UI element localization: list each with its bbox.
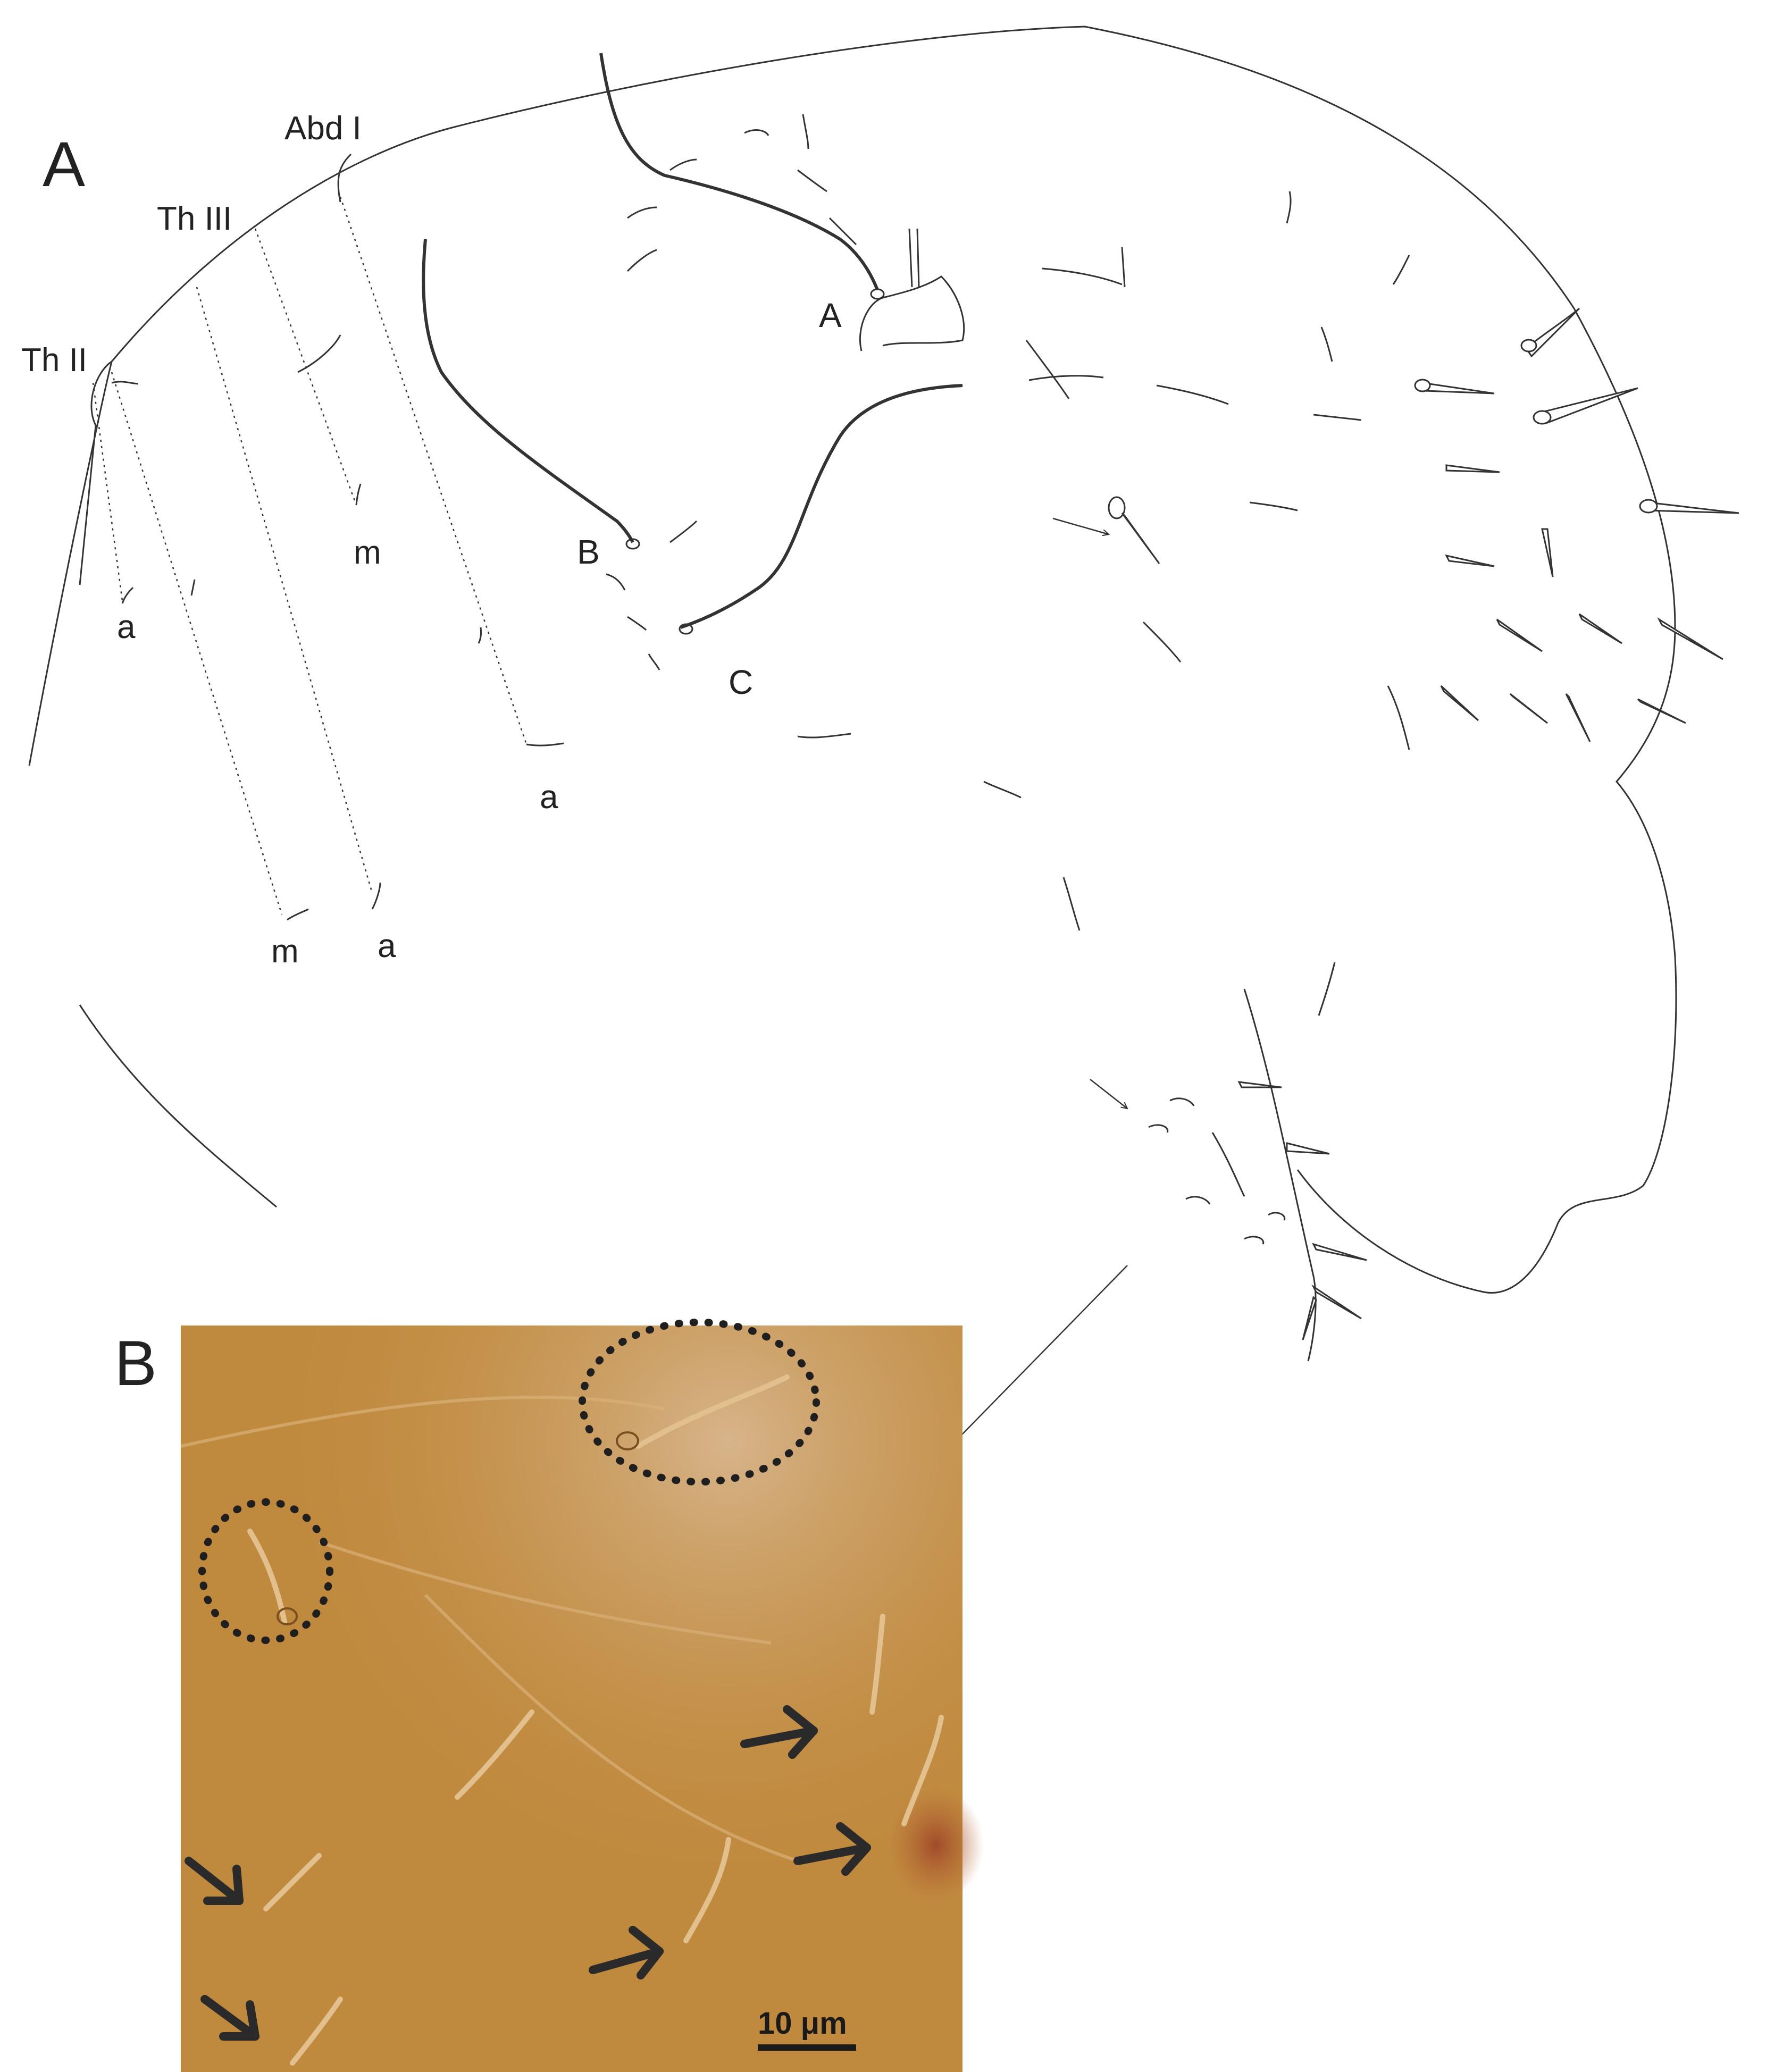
- abd-internal-line: [1243, 988, 1317, 1362]
- insertion-label-c: C: [729, 663, 753, 701]
- panel-a-letter: A: [43, 129, 85, 200]
- row-label-th2-a: a: [117, 609, 136, 645]
- row-label-th3-m: m: [354, 534, 381, 571]
- scale-bar-label: 10 μm: [758, 2006, 847, 2041]
- row-label-lower-a: a: [378, 928, 396, 964]
- row-label-abd1-a: a: [540, 779, 558, 816]
- panel-a-drawing: [28, 26, 1739, 1505]
- segment-label-abd1: Abd I: [284, 110, 362, 147]
- ventral-contour: [79, 1004, 277, 1208]
- panel-b-micrograph: [180, 1319, 984, 2072]
- insertion-label-a: A: [819, 296, 842, 334]
- insertion-label-b: B: [577, 533, 600, 571]
- panel-b-letter: B: [114, 1328, 157, 1399]
- segment-label-th3: Th III: [157, 200, 232, 237]
- segment-label-th2: Th II: [21, 342, 87, 379]
- body-outline: [28, 26, 1677, 1294]
- thorax-lower-line: [79, 360, 112, 585]
- curve-a: [599, 53, 879, 291]
- curve-c: [680, 384, 963, 629]
- curve-b: [422, 239, 634, 543]
- row-label-lower-m: m: [271, 933, 299, 970]
